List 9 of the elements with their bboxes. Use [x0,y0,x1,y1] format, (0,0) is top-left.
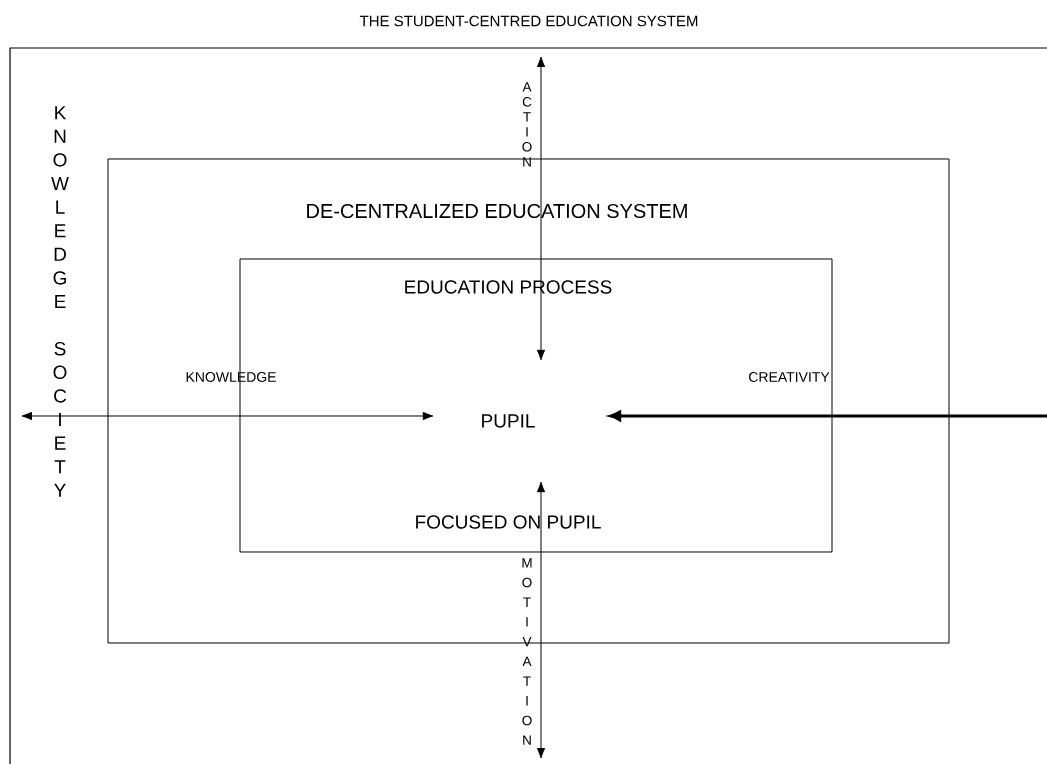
edge-label: ACTION [522,82,532,167]
edge-label: CREATIVITY [749,372,830,382]
arrow [21,411,434,421]
edge-label: MOTIVATION [522,558,532,745]
pupil-label: PUPIL [482,414,535,428]
arrow [536,56,546,361]
edge-label: KNOWLEDGE [186,372,276,382]
title: THE STUDENT-CENTRED EDUCATION SYSTEM [359,15,698,27]
arrow [536,481,546,759]
